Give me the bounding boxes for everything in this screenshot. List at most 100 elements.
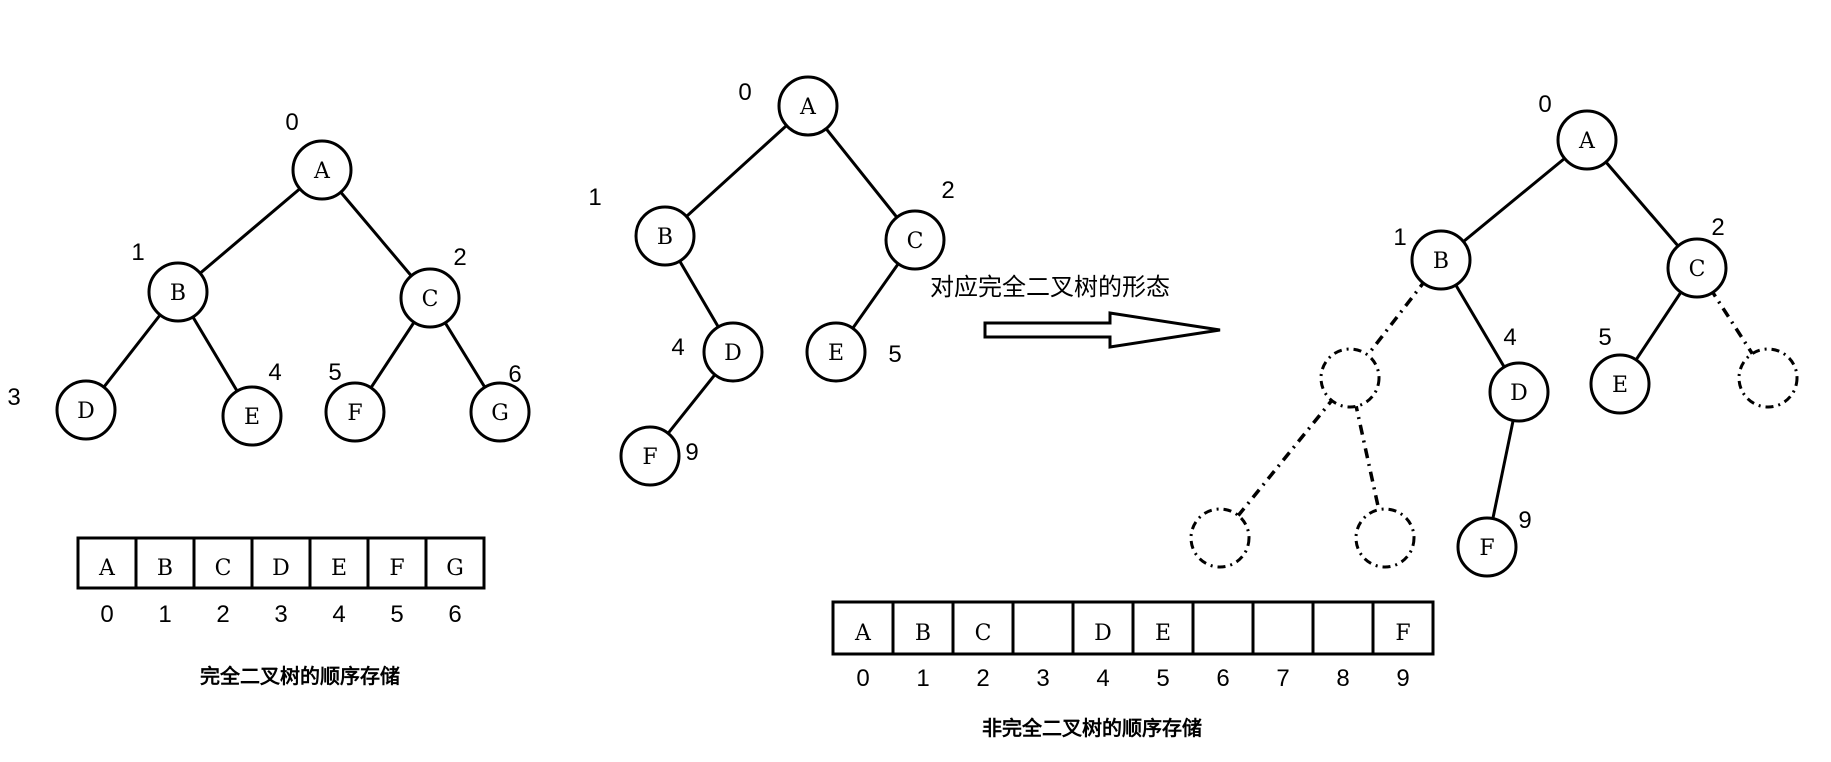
array-cell-value: E <box>331 556 347 581</box>
node-index: 9 <box>685 439 698 466</box>
node-label: E <box>1612 373 1628 398</box>
tree-node <box>1456 516 1518 578</box>
array-cell-value: D <box>272 556 290 581</box>
array-index: 8 <box>1336 665 1349 692</box>
node-index: 0 <box>738 79 751 106</box>
array-index: 9 <box>1396 665 1409 692</box>
node-label: F <box>347 401 362 426</box>
node-index: 2 <box>1711 214 1724 241</box>
node-index: 2 <box>453 244 466 271</box>
tree-node <box>777 75 839 137</box>
array-index: 4 <box>332 601 345 628</box>
node-label: D <box>77 399 95 424</box>
node-index: 5 <box>888 341 901 368</box>
arrow-icon <box>983 311 1221 349</box>
node-index: 5 <box>328 359 341 386</box>
tree-edge <box>1440 138 1588 262</box>
tree-node <box>399 267 461 329</box>
node-label: B <box>657 225 673 250</box>
node-label: B <box>170 281 186 306</box>
array-cell-value: D <box>1094 621 1112 646</box>
node-label: D <box>1510 381 1528 406</box>
array-cell-value: F <box>1395 621 1410 646</box>
array-index: 2 <box>976 665 989 692</box>
array-cell-value: C <box>975 621 992 646</box>
array-cell <box>951 600 1015 656</box>
node-index: 6 <box>508 361 521 388</box>
array-cell-value: E <box>1155 621 1171 646</box>
array-cell <box>831 600 895 656</box>
node-index: 4 <box>671 334 684 361</box>
node-label: D <box>724 341 742 366</box>
array-index: 6 <box>1216 665 1229 692</box>
array-cell <box>1371 600 1435 656</box>
array-cell <box>1191 600 1255 656</box>
array-index: 0 <box>856 665 869 692</box>
transform-arrow: 对应完全二叉树的形态 <box>930 273 1221 349</box>
node-index: 0 <box>285 109 298 136</box>
array-cell <box>1131 600 1195 656</box>
virtual-node <box>1737 347 1799 409</box>
node-label: A <box>1578 129 1596 154</box>
array-cell <box>1311 600 1375 656</box>
array-cell <box>424 536 486 590</box>
tree-edge <box>177 168 323 294</box>
array-index: 7 <box>1276 665 1289 692</box>
array-cell-value: B <box>157 556 173 581</box>
arrow-label: 对应完全二叉树的形态 <box>930 273 1170 301</box>
node-index: 3 <box>7 384 20 411</box>
virtual-edge <box>1218 376 1352 540</box>
tree-node <box>619 425 681 487</box>
array-cell <box>308 536 370 590</box>
tree-node <box>291 139 353 201</box>
array-cell-value: A <box>98 556 116 581</box>
complete-tree-caption: 完全二叉树的顺序存储 <box>200 664 400 688</box>
incomplete-tree-caption: 非完全二叉树的顺序存储 <box>982 716 1202 740</box>
array-index: 1 <box>158 601 171 628</box>
array-index: 3 <box>274 601 287 628</box>
array-index: 5 <box>390 601 403 628</box>
node-label: A <box>799 95 817 120</box>
array-cell <box>1251 600 1315 656</box>
node-index: 1 <box>131 239 144 266</box>
array-index: 6 <box>448 601 461 628</box>
array-index: 2 <box>216 601 229 628</box>
node-label: A <box>313 159 331 184</box>
node-index: 4 <box>268 359 281 386</box>
virtual-node <box>1354 507 1416 569</box>
array-cell-value: C <box>215 556 232 581</box>
node-index: 1 <box>1393 224 1406 251</box>
tree-node <box>469 381 531 443</box>
array-index: 4 <box>1096 665 1109 692</box>
tree-node <box>805 321 867 383</box>
node-label: C <box>422 287 439 312</box>
tree-node <box>702 321 764 383</box>
array-cell <box>1071 600 1135 656</box>
node-label: G <box>491 401 509 426</box>
node-index: 9 <box>1518 507 1531 534</box>
array-index: 5 <box>1156 665 1169 692</box>
node-index: 4 <box>1503 324 1516 351</box>
node-label: B <box>1433 249 1449 274</box>
array-cell <box>1011 600 1075 656</box>
node-label: E <box>828 341 844 366</box>
node-label: F <box>1479 536 1494 561</box>
array-cell-value: B <box>915 621 931 646</box>
array-cell-value: F <box>389 556 404 581</box>
tree-node <box>1589 353 1651 415</box>
tree-node <box>55 379 117 441</box>
tree-node <box>634 205 696 267</box>
tree-node <box>1666 237 1728 299</box>
tree-node <box>1556 109 1618 171</box>
tree-edge <box>663 104 810 238</box>
tree-node <box>1410 229 1472 291</box>
node-index: 0 <box>1538 91 1551 118</box>
array-index: 1 <box>916 665 929 692</box>
virtual-edge <box>1695 267 1770 379</box>
tree-node <box>221 385 283 447</box>
tree-node <box>147 261 209 323</box>
